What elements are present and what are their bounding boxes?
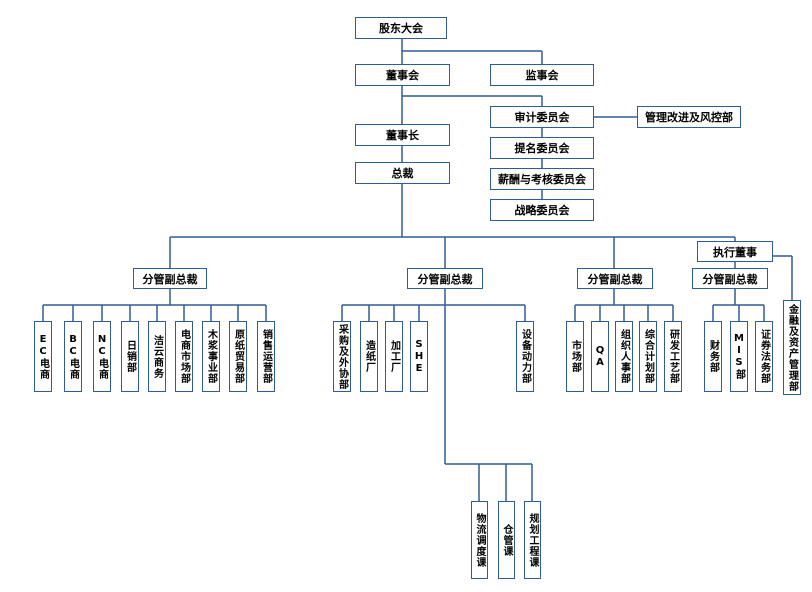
strategy-committee-box: 战略委员会	[490, 199, 594, 221]
ceo-box: 总裁	[355, 162, 450, 184]
dept-box-ecommerce-marketing: 电商市场部	[175, 321, 193, 392]
dept-box-she: SHE	[410, 321, 428, 392]
dept-box-marketing: 市场部	[566, 321, 584, 392]
audit-committee-box: 审计委员会	[490, 106, 594, 128]
section-box-warehouse: 仓管课	[498, 501, 515, 579]
shareholders-box: 股东大会	[355, 17, 447, 39]
dept-box-equipment-power: 设备动力部	[516, 321, 534, 392]
dept-box-pulp-business: 木浆事业部	[202, 321, 220, 392]
nomination-committee-box: 提名委员会	[490, 137, 594, 159]
dept-box-qa: QA	[591, 321, 609, 392]
board-box: 董事会	[355, 64, 450, 86]
dept-box-rnd-process: 研发工艺部	[664, 321, 682, 392]
supervisors-box: 监事会	[490, 64, 594, 86]
dept-box-securities-legal: 证券法务部	[755, 321, 773, 392]
dept-box-paper-mill: 造纸厂	[360, 321, 378, 392]
dept-box-planning: 综合计划部	[639, 321, 657, 392]
compensation-committee-box: 薪酬与考核委员会	[490, 168, 594, 190]
vp-box-1: 分管副总裁	[133, 268, 207, 289]
dept-box-daily-sales: 日销部	[121, 321, 139, 392]
dept-box-ec-ecommerce: EC电商	[34, 321, 52, 392]
risk-control-dept-box: 管理改进及风控部	[637, 106, 741, 128]
section-box-planning-engineering: 规划工程课	[524, 501, 541, 579]
chairman-box: 董事长	[355, 124, 450, 146]
section-box-logistics: 物流调度课	[471, 501, 488, 579]
dept-box-sales-operations: 销售运营部	[257, 321, 275, 392]
dept-box-jieyun-business: 洁云商务	[148, 321, 166, 392]
dept-box-bc-ecommerce: BC电商	[64, 321, 82, 392]
executive-director-box: 执行董事	[697, 241, 773, 262]
vp-box-3: 分管副总裁	[577, 268, 653, 289]
dept-box-nc-ecommerce: NC电商	[93, 321, 111, 392]
dept-box-hr: 组织人事部	[615, 321, 633, 392]
dept-box-finance-asset-mgmt: 金融及资产管理部	[783, 300, 801, 395]
vp-box-4: 分管副总裁	[692, 268, 768, 289]
dept-box-processing-plant: 加工厂	[385, 321, 403, 392]
dept-box-mis: MIS部	[730, 321, 748, 392]
dept-box-base-paper-trade: 原纸贸易部	[229, 321, 247, 392]
vp-box-2: 分管副总裁	[407, 268, 483, 289]
dept-box-procurement: 采购及外协部	[333, 321, 351, 392]
dept-box-finance: 财务部	[704, 321, 722, 392]
